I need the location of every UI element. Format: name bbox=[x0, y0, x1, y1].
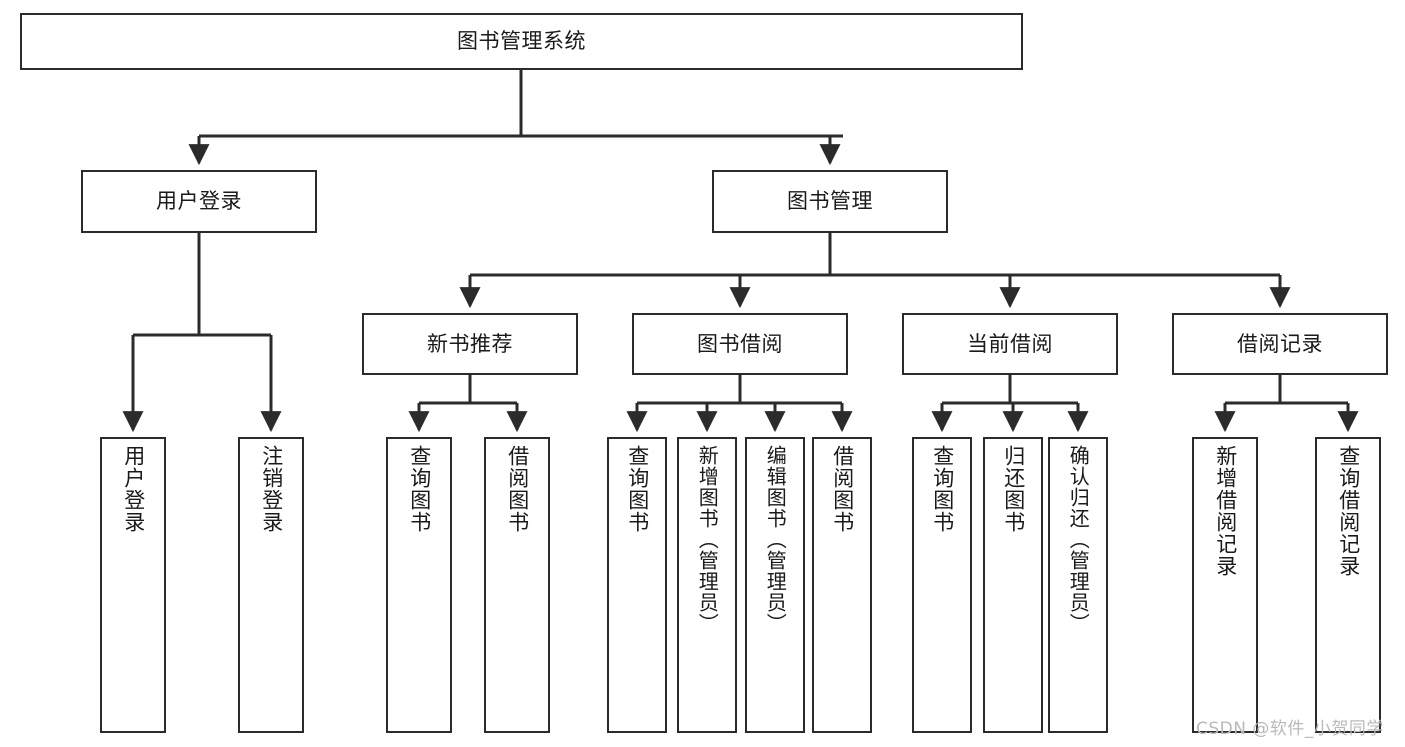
node-leaf-query-borrow-record-label: 查询借阅记录 bbox=[1336, 445, 1361, 577]
node-leaf-query-book-2-label: 查询图书 bbox=[625, 445, 650, 533]
node-book-borrow-label: 图书借阅 bbox=[697, 331, 783, 356]
node-leaf-user-login[interactable]: 用户登录 bbox=[100, 437, 166, 733]
node-new-book-recommend-label: 新书推荐 bbox=[427, 331, 513, 356]
node-user-login-label: 用户登录 bbox=[156, 189, 242, 214]
node-root-label: 图书管理系统 bbox=[457, 29, 586, 54]
node-leaf-query-book-2[interactable]: 查询图书 bbox=[607, 437, 667, 733]
node-leaf-logout-login[interactable]: 注销登录 bbox=[238, 437, 304, 733]
node-leaf-add-borrow-record[interactable]: 新增借阅记录 bbox=[1192, 437, 1258, 733]
node-leaf-logout-login-label: 注销登录 bbox=[259, 445, 284, 533]
node-book-manage-label: 图书管理 bbox=[787, 189, 873, 214]
node-borrow-record-label: 借阅记录 bbox=[1237, 331, 1323, 356]
node-leaf-query-book-3-label: 查询图书 bbox=[930, 445, 955, 533]
node-leaf-confirm-return-admin-label: 确认归还（管理员） bbox=[1066, 445, 1091, 634]
node-book-manage[interactable]: 图书管理 bbox=[712, 170, 948, 233]
node-leaf-query-book-1-label: 查询图书 bbox=[407, 445, 432, 533]
node-leaf-edit-book-admin[interactable]: 编辑图书（管理员） bbox=[745, 437, 805, 733]
node-leaf-return-book-label: 归还图书 bbox=[1001, 445, 1026, 533]
node-current-borrow[interactable]: 当前借阅 bbox=[902, 313, 1118, 375]
node-leaf-confirm-return-admin[interactable]: 确认归还（管理员） bbox=[1048, 437, 1108, 733]
node-leaf-query-book-1[interactable]: 查询图书 bbox=[386, 437, 452, 733]
node-leaf-query-borrow-record[interactable]: 查询借阅记录 bbox=[1315, 437, 1381, 733]
node-leaf-user-login-label: 用户登录 bbox=[121, 445, 146, 533]
node-leaf-borrow-book-1[interactable]: 借阅图书 bbox=[484, 437, 550, 733]
csdn-watermark: CSDN @软件_小贺同学 bbox=[1196, 719, 1384, 739]
node-leaf-return-book[interactable]: 归还图书 bbox=[983, 437, 1043, 733]
node-leaf-borrow-book-2-label: 借阅图书 bbox=[830, 445, 855, 533]
node-user-login[interactable]: 用户登录 bbox=[81, 170, 317, 233]
node-book-borrow[interactable]: 图书借阅 bbox=[632, 313, 848, 375]
node-leaf-query-book-3[interactable]: 查询图书 bbox=[912, 437, 972, 733]
node-leaf-edit-book-admin-label: 编辑图书（管理员） bbox=[763, 445, 788, 634]
node-new-book-recommend[interactable]: 新书推荐 bbox=[362, 313, 578, 375]
node-leaf-add-borrow-record-label: 新增借阅记录 bbox=[1213, 445, 1238, 577]
node-leaf-borrow-book-2[interactable]: 借阅图书 bbox=[812, 437, 872, 733]
node-current-borrow-label: 当前借阅 bbox=[967, 331, 1053, 356]
node-leaf-add-book-admin[interactable]: 新增图书（管理员） bbox=[677, 437, 737, 733]
node-leaf-add-book-admin-label: 新增图书（管理员） bbox=[695, 445, 720, 634]
node-borrow-record[interactable]: 借阅记录 bbox=[1172, 313, 1388, 375]
node-root[interactable]: 图书管理系统 bbox=[20, 13, 1023, 70]
node-leaf-borrow-book-1-label: 借阅图书 bbox=[505, 445, 530, 533]
